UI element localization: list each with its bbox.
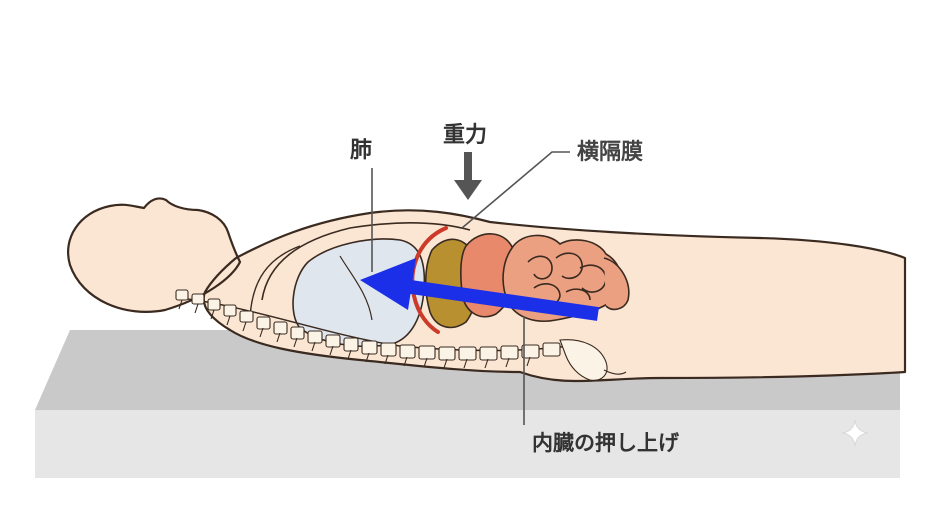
rib-outline: [249, 245, 301, 319]
lung: [292, 238, 426, 348]
mattress-front: [35, 410, 900, 478]
diaphragm-leader-line: [461, 151, 570, 229]
lung-label: 肺: [350, 138, 373, 163]
sparkle-icon: [841, 419, 869, 447]
visceral-push-label: 内臓の押し上げ: [532, 431, 679, 455]
diaphragm: [410, 226, 448, 334]
visceral-push-arrow: [360, 258, 599, 321]
gravity-label: 重力: [443, 123, 488, 148]
spine: [175, 289, 627, 381]
torso-inner-outline: [261, 222, 471, 301]
down-arrow-icon: [454, 152, 482, 200]
lung-lobe-line: [339, 255, 373, 321]
diaphragm-label: 横隔膜: [577, 140, 644, 165]
